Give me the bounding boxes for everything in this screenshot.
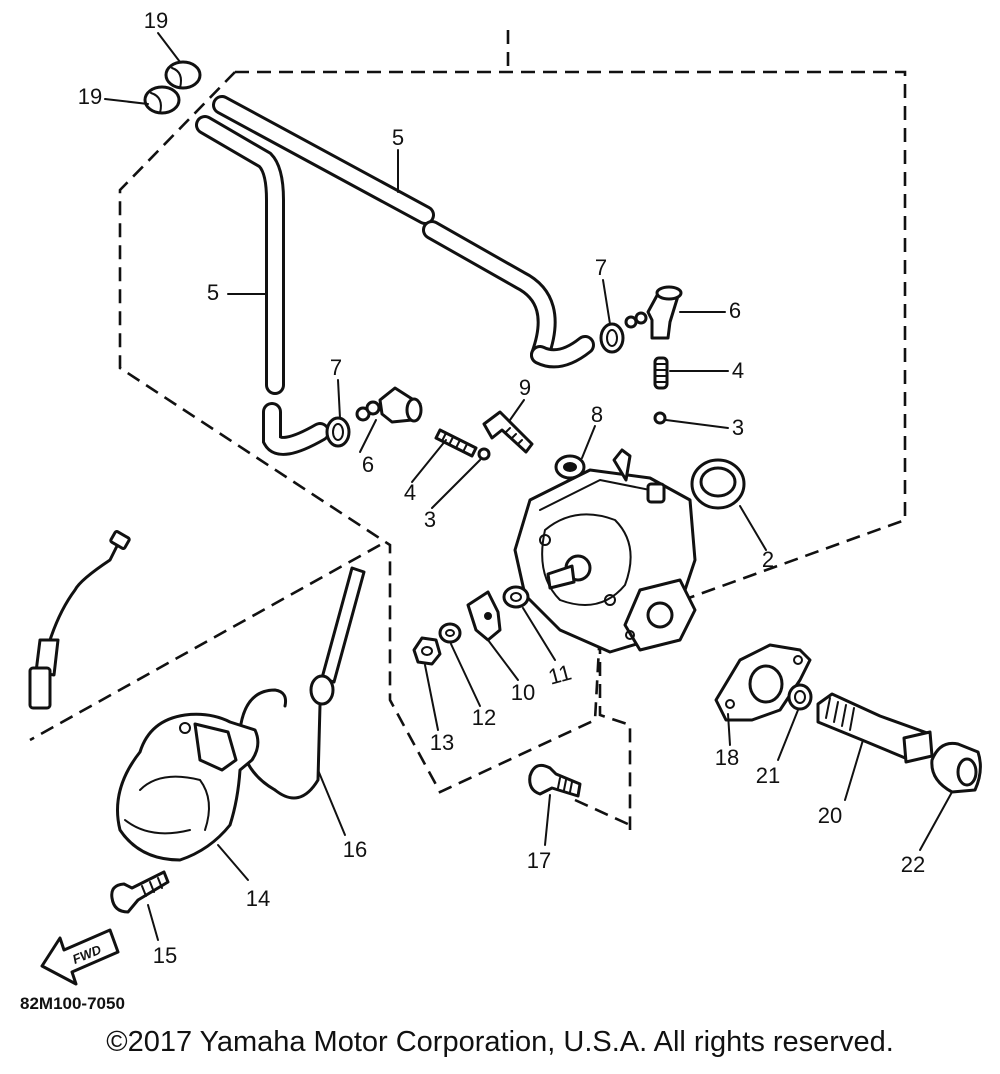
elbow-fitting-6-left (355, 386, 423, 424)
cable-16 (238, 566, 366, 800)
hose-5-vertical (195, 115, 330, 456)
oil-seal-2 (690, 458, 746, 510)
washer-21 (787, 683, 813, 711)
callout-6-right: 6 (729, 298, 741, 323)
plate-10 (466, 590, 502, 642)
cover-14 (116, 712, 260, 862)
clamp-7-right (599, 322, 625, 354)
oil-pump-body (513, 448, 697, 654)
callout-15: 15 (153, 943, 177, 968)
assembly-boundary (29, 30, 907, 830)
callout-9: 9 (519, 375, 531, 400)
callout-20: 20 (818, 803, 842, 828)
copyright-notice: ©2017 Yamaha Motor Corporation, U.S.A. A… (106, 1026, 894, 1058)
callout-2: 2 (762, 547, 774, 572)
spring-4-right (653, 356, 669, 390)
callout-14: 14 (246, 886, 270, 911)
callout-4-right: 4 (732, 358, 744, 383)
callout-18: 18 (715, 745, 739, 770)
bolt-9 (482, 410, 534, 454)
callout-3-left: 3 (424, 507, 436, 532)
nut-13 (412, 636, 442, 666)
callout-21: 21 (756, 763, 780, 788)
leader-lines (104, 32, 953, 941)
gasket-18 (714, 643, 812, 722)
callout-3-right: 3 (732, 415, 744, 440)
forward-arrow-icon: FWD (40, 928, 120, 986)
washer-12 (438, 622, 462, 644)
callout-7-right: 7 (595, 255, 607, 280)
callout-22: 22 (901, 852, 925, 877)
callout-11: 11 (546, 659, 575, 689)
clamp-7-left (325, 416, 351, 448)
bolt-15 (110, 870, 170, 914)
ball-3-left (477, 447, 491, 461)
callout-13: 13 (430, 730, 454, 755)
callout-16: 16 (343, 837, 367, 862)
callout-10: 10 (511, 680, 535, 705)
callout-5-vertical-hose: 5 (207, 280, 219, 305)
washer-11 (502, 585, 530, 609)
callout-7-left: 7 (330, 355, 342, 380)
callout-19-upper: 19 (144, 8, 168, 33)
callout-6-left: 6 (362, 452, 374, 477)
hose-5-long (212, 95, 595, 369)
bolt-17 (528, 763, 582, 798)
callout-17: 17 (527, 848, 551, 873)
callout-labels: 19 19 5 5 7 6 4 3 7 6 9 8 4 3 2 11 10 12… (78, 8, 925, 968)
sensor-lead (28, 530, 131, 710)
drive-shaft-20 (816, 692, 934, 764)
callout-8: 8 (591, 402, 603, 427)
spring-4-left (434, 428, 478, 458)
callout-5-long-hose: 5 (392, 125, 404, 150)
callout-12: 12 (472, 705, 496, 730)
part-code: 82M100-7050 (20, 994, 125, 1013)
elbow-fitting-6-right (624, 285, 683, 340)
ball-3-right (653, 411, 667, 425)
callout-4-left: 4 (404, 480, 416, 505)
cap-19-lower (143, 85, 181, 115)
cap-19-upper (164, 60, 202, 90)
washer-8 (554, 454, 586, 480)
collar-22 (930, 741, 982, 794)
callout-19-lower: 19 (78, 84, 102, 109)
